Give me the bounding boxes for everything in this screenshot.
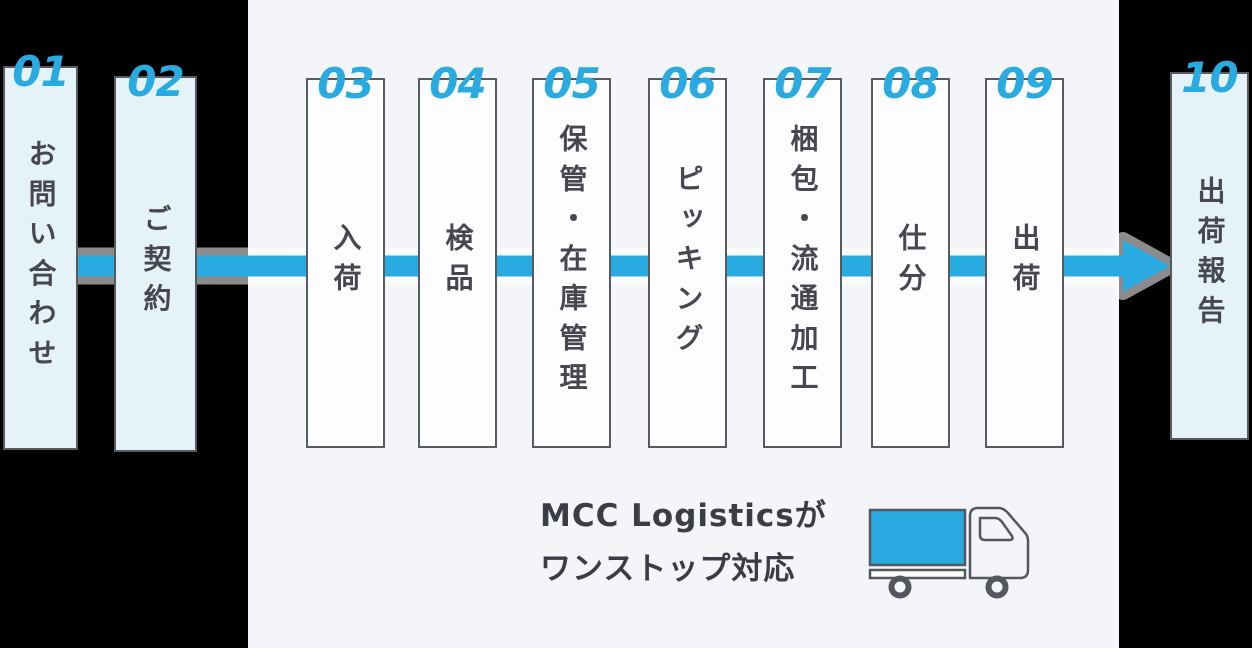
truck-cargo-box [868, 508, 967, 567]
step-card-05: 05 保管・在庫管理 [532, 63, 611, 448]
step-card-04: 04 検品 [418, 63, 497, 448]
step-label: ご契約 [139, 204, 173, 324]
truck-bed [868, 568, 967, 580]
caption-line-1: MCC Logisticsが [540, 498, 827, 534]
step-label: 出荷報告 [1193, 176, 1227, 336]
step-number: 08 [882, 59, 939, 108]
step-number: 07 [774, 59, 831, 108]
step-number: 01 [12, 47, 69, 96]
step-card-09: 09 出荷 [985, 63, 1064, 448]
step-card-07: 07 梱包・流通加工 [763, 63, 842, 448]
step-number: 04 [429, 59, 486, 108]
truck-wheel-rear [985, 575, 1009, 599]
one-stop-caption: MCC Logisticsが ワンストップ対応 [540, 490, 827, 596]
step-card-02: 02 ご契約 [114, 61, 197, 452]
step-card-06: 06 ピッキング [648, 63, 727, 448]
step-card-03: 03 入荷 [306, 63, 385, 448]
step-number: 03 [317, 59, 374, 108]
step-label: ピッキング [671, 163, 705, 363]
step-label: 保管・在庫管理 [555, 123, 589, 403]
step-label: 梱包・流通加工 [786, 123, 820, 403]
step-number: 05 [543, 59, 600, 108]
caption-line-2: ワンストップ対応 [540, 551, 796, 587]
step-number: 10 [1181, 53, 1238, 102]
truck-window [978, 516, 1014, 542]
step-number: 06 [659, 59, 716, 108]
truck-wheel-front [888, 575, 912, 599]
step-number: 09 [996, 59, 1053, 108]
step-label: 仕分 [894, 223, 928, 303]
step-card-10: 10 出荷報告 [1170, 57, 1249, 440]
step-label: 入荷 [329, 223, 363, 303]
step-label: 検品 [441, 223, 475, 303]
step-card-08: 08 仕分 [871, 63, 950, 448]
truck-cab [968, 506, 1030, 580]
step-number: 02 [127, 57, 184, 106]
step-label: 出荷 [1008, 223, 1042, 303]
step-card-01: 01 お問い合わせ [3, 51, 78, 450]
step-label: お問い合わせ [24, 138, 58, 378]
truck-icon [868, 506, 1030, 599]
